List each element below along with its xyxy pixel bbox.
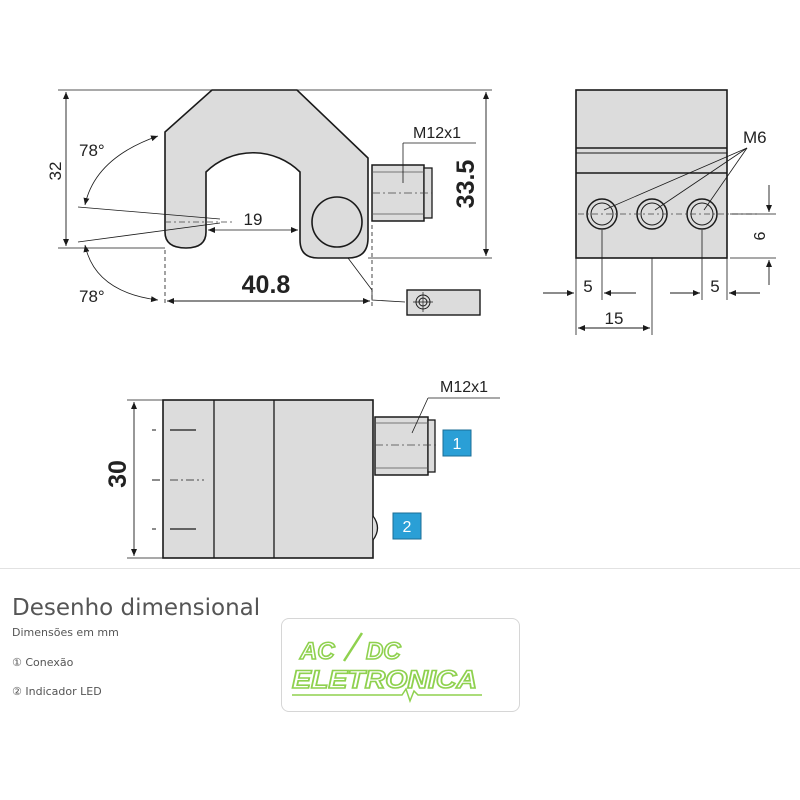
dimensional-drawing: 78° 78° 32 33.5 19 40.8 M12x1 (46, 89, 776, 559)
height-32-label: 32 (46, 162, 65, 181)
callout-led: 2 (392, 512, 422, 540)
logo-ac: AC (299, 638, 335, 665)
top-view: 78° 78° 32 33.5 19 40.8 M12x1 (46, 89, 492, 316)
height-33-5-label: 33.5 (452, 160, 480, 209)
callout-1-label: 1 (453, 436, 462, 453)
legend-marker: ② (12, 685, 22, 698)
legend-label: Conexão (25, 655, 74, 669)
logo[interactable]: AC DC ELETRONICA (281, 618, 520, 712)
notes: Dimensões em mm ① Conexão ② Indicador LE… (12, 626, 119, 715)
legend-marker: ① (12, 655, 22, 669)
left-offset-label: 5 (583, 277, 592, 296)
units-note: Dimensões em mm (12, 626, 119, 639)
side-view: M6 6 5 5 15 (543, 89, 776, 335)
angle-bottom-label: 78° (79, 287, 105, 306)
thread-label-side: M6 (743, 128, 767, 147)
detail-block (406, 289, 481, 316)
angle-top-label: 78° (79, 141, 105, 160)
side-view-body (575, 89, 728, 259)
width-40-8-label: 40.8 (242, 271, 291, 299)
thread-label-front: M12x1 (440, 379, 488, 396)
legend-label: Indicador LED (25, 685, 102, 698)
section-divider (0, 568, 800, 569)
led-circle (311, 196, 363, 248)
m12-connector-front (374, 416, 436, 476)
m12-connector-top (371, 164, 433, 222)
section-title: Desenho dimensional (12, 595, 261, 622)
right-offset-label: 5 (710, 277, 719, 296)
slot-width-label: 19 (244, 210, 263, 229)
logo-dc: DC (366, 638, 401, 665)
logo-eletronica: ELETRONICA (292, 666, 477, 694)
thread-label-top: M12x1 (413, 125, 461, 142)
callout-2-label: 2 (403, 519, 412, 536)
front-view: M12x1 30 1 2 (104, 379, 500, 559)
height-30-label: 30 (104, 460, 132, 488)
logo-graphic: AC DC ELETRONICA (291, 632, 482, 704)
front-view-body (162, 399, 374, 559)
callout-connection: 1 (442, 429, 472, 457)
legend-item-connection: ① Conexão (12, 656, 119, 686)
depth-label: 15 (605, 309, 624, 328)
legend-item-led: ② Indicador LED (12, 685, 119, 715)
hole-pitch-label: 6 (752, 231, 769, 240)
